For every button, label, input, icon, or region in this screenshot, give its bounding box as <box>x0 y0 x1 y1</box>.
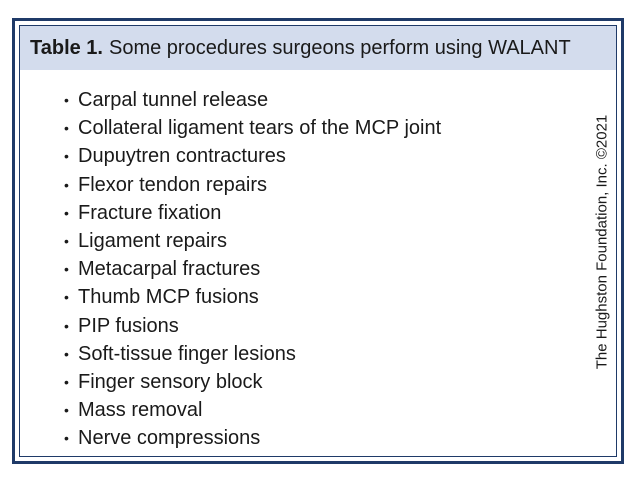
bullet-icon: • <box>64 261 69 278</box>
table-title: Some procedures surgeons perform using W… <box>109 36 571 59</box>
bullet-icon: • <box>64 430 69 447</box>
list-item: • Dupuytren contractures <box>64 142 441 170</box>
list-item: • Nerve compressions <box>64 424 441 452</box>
list-item: • Finger sensory block <box>64 368 441 396</box>
bullet-icon: • <box>64 232 69 249</box>
table-box: Table 1. Some procedures surgeons perfor… <box>19 25 617 457</box>
list-item-text: Nerve compressions <box>78 427 261 450</box>
list-item-text: PIP fusions <box>78 314 179 337</box>
list-item: • Ligament repairs <box>64 227 441 255</box>
list-item: • Fracture fixation <box>64 199 441 227</box>
list-item-text: Dupuytren contractures <box>78 145 286 168</box>
list-item: • Carpal tunnel release <box>64 86 441 114</box>
list-item-text: Fracture fixation <box>78 201 222 224</box>
list-item-text: Carpal tunnel release <box>78 89 269 111</box>
list-item-text: Mass removal <box>78 399 203 422</box>
bullet-icon: • <box>64 345 69 362</box>
table-outer-border: Table 1. Some procedures surgeons perfor… <box>12 18 624 464</box>
bullet-icon: • <box>64 204 69 221</box>
list-item-text: Thumb MCP fusions <box>78 286 259 309</box>
table-label: Table 1. <box>30 36 103 59</box>
list-item-text: Metacarpal fractures <box>78 258 261 281</box>
bullet-icon: • <box>64 402 69 419</box>
bullet-icon: • <box>64 92 69 108</box>
list-item-text: Ligament repairs <box>78 229 227 252</box>
table-header: Table 1. Some procedures surgeons perfor… <box>20 26 616 70</box>
list-item: • Soft-tissue finger lesions <box>64 340 441 368</box>
list-item-text: Collateral ligament tears of the MCP joi… <box>78 117 442 140</box>
bullet-icon: • <box>64 148 69 165</box>
bullet-icon: • <box>64 289 69 306</box>
list-item: • PIP fusions <box>64 312 441 340</box>
bullet-icon: • <box>64 317 69 334</box>
bullet-icon: • <box>64 120 69 137</box>
list-item: • Thumb MCP fusions <box>64 283 441 311</box>
list-item: • Metacarpal fractures <box>64 255 441 283</box>
bullet-icon: • <box>64 176 69 193</box>
list-item-text: Soft-tissue finger lesions <box>78 342 296 365</box>
list-item: • Mass removal <box>64 396 441 424</box>
procedure-list: • Carpal tunnel release • Collateral ligam… <box>64 86 441 452</box>
list-item-text: Flexor tendon repairs <box>78 173 267 196</box>
list-item: • Collateral ligament tears of the MCP jo… <box>64 114 441 142</box>
copyright-credit: The Hughston Foundation, Inc. ©2021 <box>593 114 611 370</box>
list-item: • Flexor tendon repairs <box>64 171 441 199</box>
bullet-icon: • <box>64 373 69 390</box>
list-item-text: Finger sensory block <box>78 370 263 393</box>
